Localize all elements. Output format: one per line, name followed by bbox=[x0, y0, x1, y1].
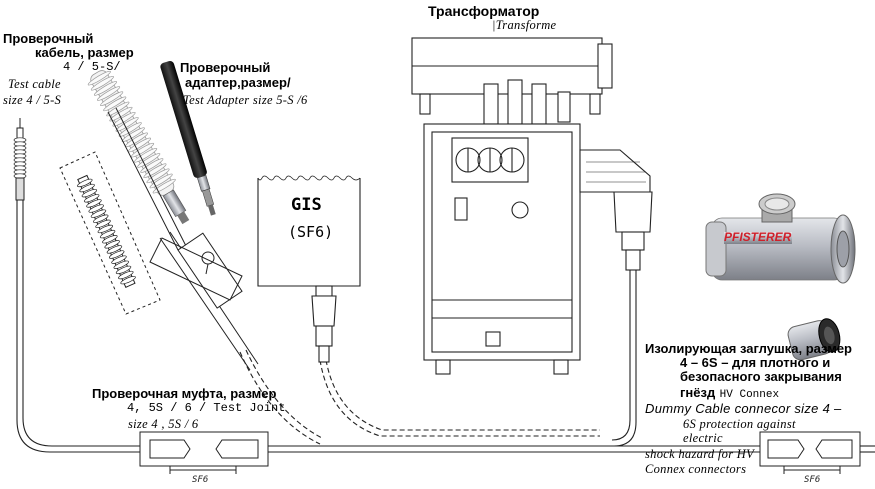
insulator-shed bbox=[95, 219, 111, 229]
dummy-en-1: Dummy Cable connecor size 4 – bbox=[645, 401, 842, 416]
insulator-shed bbox=[111, 255, 127, 264]
insulator-shed bbox=[118, 270, 134, 280]
insulator-shed bbox=[97, 86, 121, 101]
insulator-shed bbox=[83, 194, 100, 203]
pfisterer-brand: PFISTERER bbox=[724, 230, 792, 244]
insulator-shed bbox=[100, 91, 124, 106]
insulator-shed bbox=[108, 250, 125, 259]
dummy-en-3: electric bbox=[683, 431, 723, 445]
test-cable-en-2: size 4 / 5-S bbox=[3, 93, 62, 107]
insulator-shed bbox=[115, 265, 132, 275]
insulator-shed bbox=[102, 235, 118, 244]
test-cable-termination bbox=[13, 118, 27, 201]
insulator-shed bbox=[97, 224, 114, 234]
dummy-ru-4-text: гнёзд bbox=[680, 385, 716, 400]
insulator-shed bbox=[140, 158, 164, 173]
cable-routes bbox=[16, 195, 875, 453]
insulator-shed bbox=[115, 117, 139, 132]
insulator-shed bbox=[113, 260, 129, 269]
insulator-shed bbox=[137, 153, 161, 168]
test-joint-title: Проверочная муфта, размер bbox=[92, 386, 277, 401]
test-adapter-title-2: адаптер,размер/ bbox=[185, 75, 291, 90]
insulator-shed bbox=[93, 81, 118, 96]
transformer-drawing bbox=[411, 37, 653, 375]
insulator-shed bbox=[88, 204, 104, 213]
test-cable-sheds bbox=[87, 70, 176, 194]
insulator-shed bbox=[93, 214, 109, 223]
test-cable-sketch bbox=[59, 107, 259, 371]
dummy-plug-photo bbox=[787, 318, 841, 361]
dummy-en-5: Connex connectors bbox=[645, 462, 747, 476]
test-joint-drawing: SF6 bbox=[139, 431, 269, 485]
insulator-shed bbox=[149, 173, 173, 189]
insulator-shed bbox=[106, 245, 123, 254]
insulator-shed bbox=[131, 142, 155, 158]
test-joint-line2: 4, 5S / 6 / Test Joint bbox=[127, 401, 286, 415]
transformer-title-en-text: Transforme bbox=[495, 18, 557, 32]
test-adapter-title-1: Проверочный bbox=[180, 60, 271, 75]
insulator-shed bbox=[134, 147, 158, 163]
transformer-title-en: |Transforme bbox=[492, 18, 557, 32]
test-cable-size-ru: 4 / 5-S/ bbox=[63, 60, 121, 74]
gis-label: GIS bbox=[291, 195, 322, 215]
insulator-shed bbox=[118, 122, 142, 137]
insulator-shed bbox=[86, 199, 102, 208]
dummy-ru-1: Изолирующая заглушка, размер bbox=[645, 341, 852, 356]
test-cable-photo bbox=[87, 70, 190, 225]
dummy-ru-4: гнёзд HV Connex bbox=[680, 384, 779, 402]
insulator-shed bbox=[103, 96, 127, 112]
insulator-shed bbox=[87, 70, 111, 86]
dummy-ru-3: безопасного закрывания bbox=[680, 369, 842, 384]
right-connector-drawing: SF6 bbox=[759, 431, 861, 485]
test-cable-en-1: Test cable bbox=[8, 77, 61, 91]
insulator-shed bbox=[90, 209, 107, 218]
connector-sf6-label: SF6 bbox=[804, 475, 820, 484]
transformer-title-ru: Трансформатор bbox=[428, 3, 540, 19]
gis-tank bbox=[257, 175, 361, 363]
dummy-en-2: 6S protection against bbox=[683, 417, 796, 431]
pfisterer-device-photo bbox=[705, 193, 856, 284]
insulator-shed bbox=[104, 240, 120, 249]
test-cable-title-2: кабель, размер bbox=[35, 45, 134, 60]
insulator-shed bbox=[99, 229, 116, 239]
insulator-shed bbox=[121, 127, 145, 142]
insulator-shed bbox=[81, 188, 98, 198]
insulator-shed bbox=[109, 106, 133, 122]
insulator-shed bbox=[79, 183, 95, 193]
insulator-shed bbox=[120, 275, 136, 285]
insulator-shed bbox=[77, 178, 93, 188]
dummy-ru-2: 4 – 6S – для плотного и bbox=[680, 355, 831, 370]
gis-sub: (SF6) bbox=[288, 223, 334, 241]
test-adapter-en: Test Adapter size 5-S /6 bbox=[183, 93, 308, 107]
dummy-en-4: shock hazard for HV bbox=[645, 447, 755, 461]
test-joint-line3: size 4 , 5S / 6 bbox=[128, 417, 199, 431]
test-adapter-photo bbox=[160, 60, 216, 216]
insulator-shed bbox=[152, 178, 176, 194]
insulator-shed bbox=[106, 101, 130, 117]
joint-sf6-label: SF6 bbox=[192, 475, 208, 484]
test-cable-title-1: Проверочный bbox=[3, 31, 94, 46]
insulator-shed bbox=[112, 111, 136, 127]
dummy-ru-4-brand: HV Connex bbox=[719, 389, 780, 401]
insulator-shed bbox=[90, 75, 114, 91]
